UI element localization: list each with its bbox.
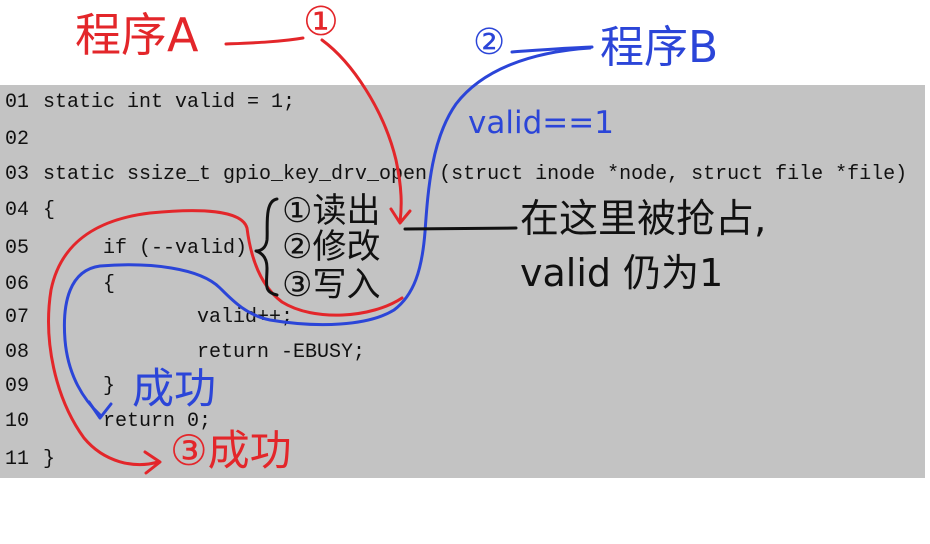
line-number: 07: [5, 306, 30, 329]
preempt-note-line-1: 在这里被抢占,: [520, 197, 767, 242]
code-text: if (--valid): [103, 237, 248, 260]
code-line: 04 {: [0, 199, 925, 223]
program-b-condition: valid==1: [468, 105, 614, 141]
program-b-marker: ②: [473, 22, 506, 63]
code-line: 05 if (--valid): [0, 237, 925, 261]
step-write: ③写入: [282, 265, 381, 305]
code-text: valid++;: [197, 306, 294, 329]
line-number: 10: [5, 410, 30, 433]
program-a-connector-line: [224, 36, 305, 46]
line-number: 03: [5, 163, 30, 186]
line-number: 09: [5, 375, 30, 398]
code-text: }: [43, 448, 56, 471]
program-b-success: 成功: [132, 364, 217, 413]
code-text: static int valid = 1;: [43, 91, 296, 114]
code-text: static ssize_t gpio_key_drv_open (struct…: [43, 163, 908, 186]
code-line: 08 return -EBUSY;: [0, 341, 925, 365]
preempt-note-line-2: valid 仍为1: [520, 251, 724, 295]
code-text: {: [43, 199, 56, 222]
code-line: 01 static int valid = 1;: [0, 91, 925, 115]
program-a-marker: ①: [303, 0, 339, 45]
code-line: 07 valid++;: [0, 306, 925, 330]
line-number: 06: [5, 273, 30, 296]
program-b-label: 程序B: [600, 22, 719, 73]
line-number: 11: [5, 448, 30, 471]
step-read: ①读出: [282, 191, 381, 231]
step-modify: ②修改: [282, 227, 381, 267]
code-line: 10 return 0;: [0, 410, 925, 434]
code-text: return -EBUSY;: [197, 341, 366, 364]
program-a-label: 程序A: [75, 8, 199, 62]
line-number: 01: [5, 91, 30, 114]
code-text: }: [103, 375, 116, 398]
code-line: 02: [0, 128, 925, 152]
code-text: {: [103, 273, 116, 296]
code-panel: 01 static int valid = 1; 02 03 static ss…: [0, 85, 925, 478]
code-line: 11 }: [0, 448, 925, 472]
line-number: 08: [5, 341, 30, 364]
line-number: 05: [5, 237, 30, 260]
code-line: 03 static ssize_t gpio_key_drv_open (str…: [0, 163, 925, 187]
code-line: 06 {: [0, 273, 925, 297]
line-number: 02: [5, 128, 30, 151]
line-number: 04: [5, 199, 30, 222]
program-a-success: ③成功: [170, 426, 292, 475]
program-b-connector-line: [510, 45, 594, 54]
